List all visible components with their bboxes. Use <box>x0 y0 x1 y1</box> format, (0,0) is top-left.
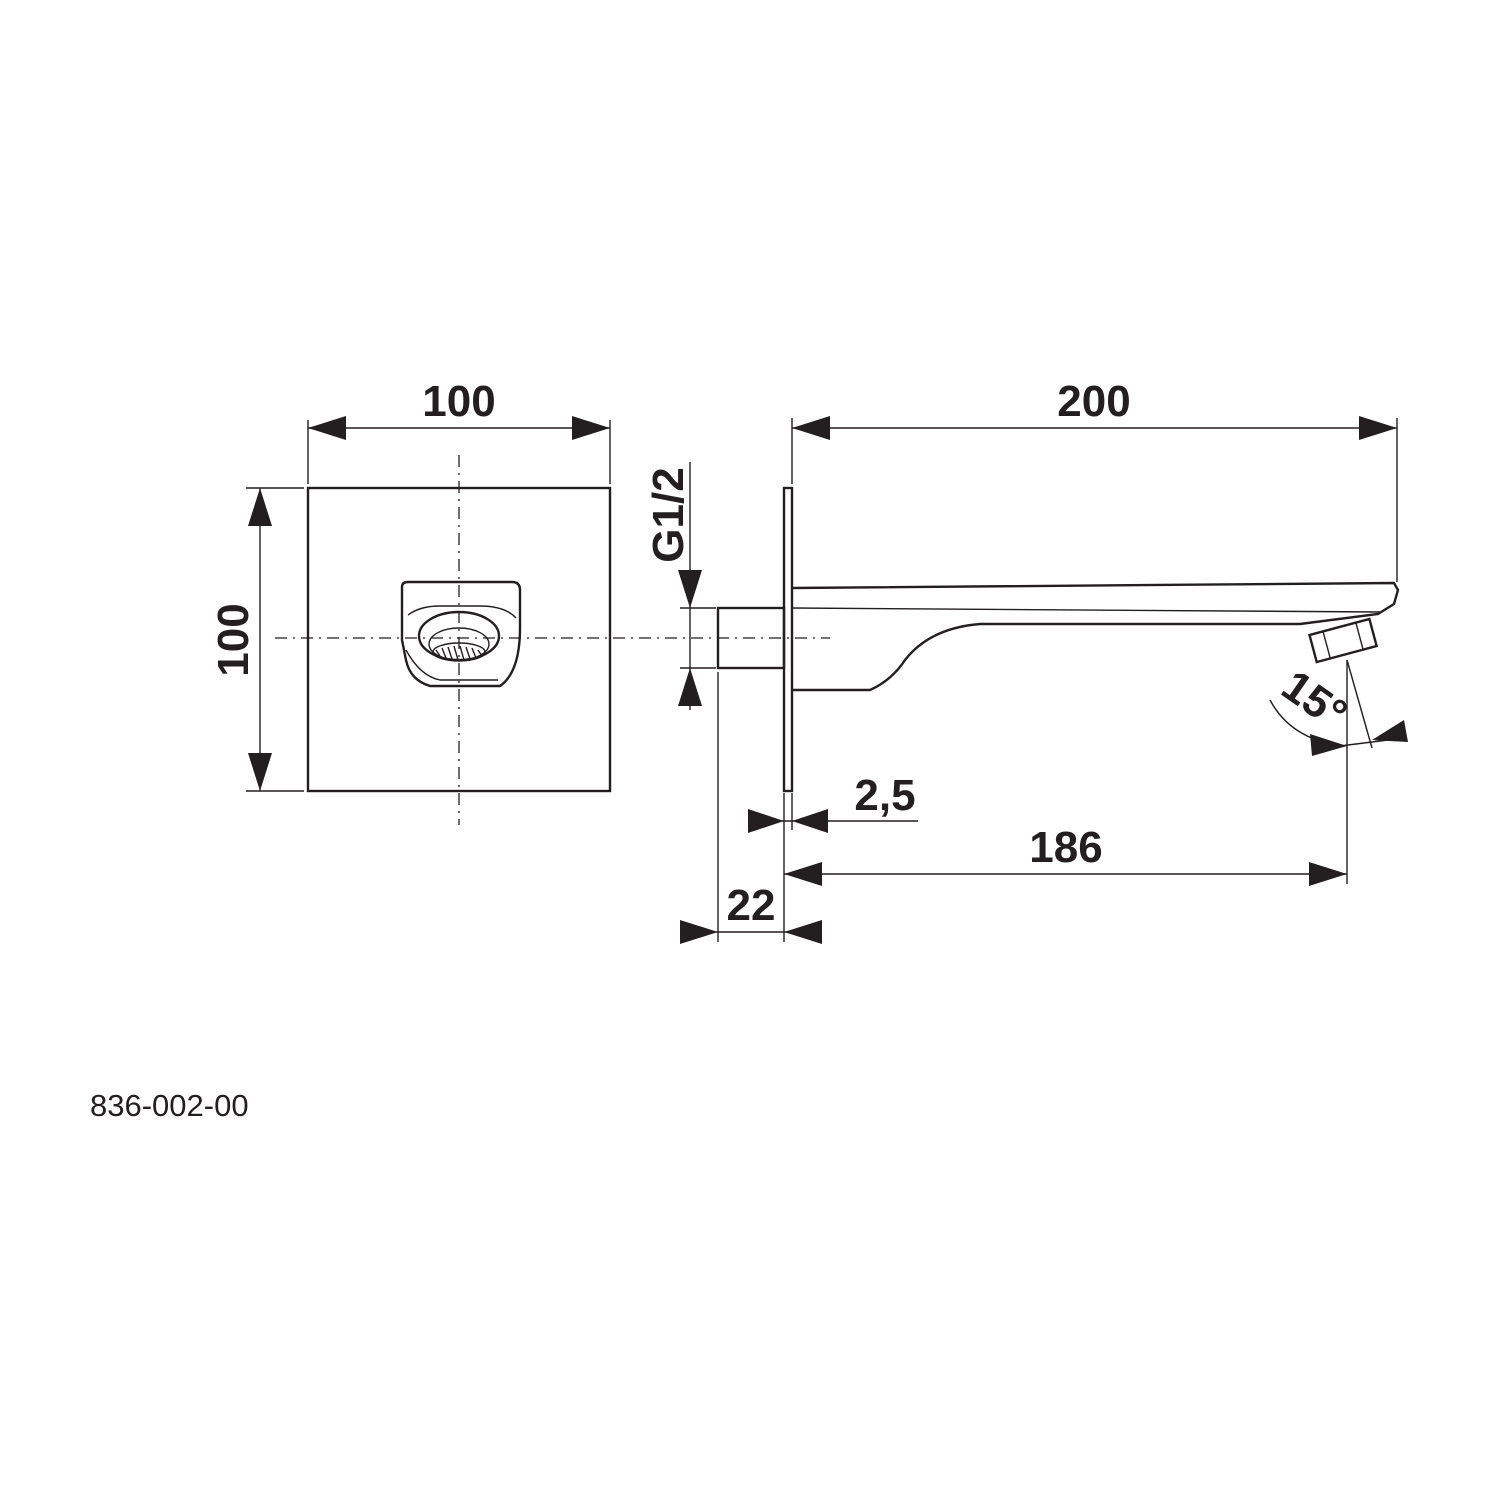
projection-label: 186 <box>1029 823 1102 872</box>
depth-label: 22 <box>727 881 776 930</box>
width-label: 100 <box>422 377 495 426</box>
height-arrow-top <box>248 488 272 526</box>
width-arrow-right <box>572 416 610 440</box>
length-arrow-left <box>792 416 830 440</box>
side-view: 200 G1/2 2,5 186 22 15° <box>644 377 1408 944</box>
angle-arrow-left <box>1310 734 1347 756</box>
plate-arrow-left <box>748 809 784 833</box>
angle-label: 15° <box>1273 661 1356 739</box>
plate-arrow-right <box>792 809 828 833</box>
plate-thickness-label: 2,5 <box>854 771 915 820</box>
wall-plate-side <box>782 486 794 793</box>
length-arrow-right <box>1359 416 1397 440</box>
height-arrow-bottom <box>248 753 272 791</box>
angle-arrow-right <box>1372 720 1408 742</box>
thread-arrow-top <box>678 570 702 608</box>
projection-arrow-right <box>1309 862 1347 886</box>
spout-side-outline <box>791 581 1400 692</box>
connection-thread <box>716 606 786 670</box>
height-label: 100 <box>209 603 258 676</box>
depth-arrow-left <box>680 920 718 944</box>
length-label: 200 <box>1057 377 1130 426</box>
angle-axis-line <box>1346 659 1373 749</box>
front-view: 100 100 <box>209 377 830 825</box>
thread-arrow-bottom <box>678 668 702 706</box>
aerator-nozzle <box>1308 617 1379 664</box>
width-arrow-left <box>308 416 346 440</box>
depth-arrow-right <box>784 920 822 944</box>
spout-front-outline <box>400 580 522 688</box>
projection-arrow-left <box>784 862 822 886</box>
thread-label: G1/2 <box>644 467 693 562</box>
article-number: 836-002-00 <box>90 1088 249 1123</box>
